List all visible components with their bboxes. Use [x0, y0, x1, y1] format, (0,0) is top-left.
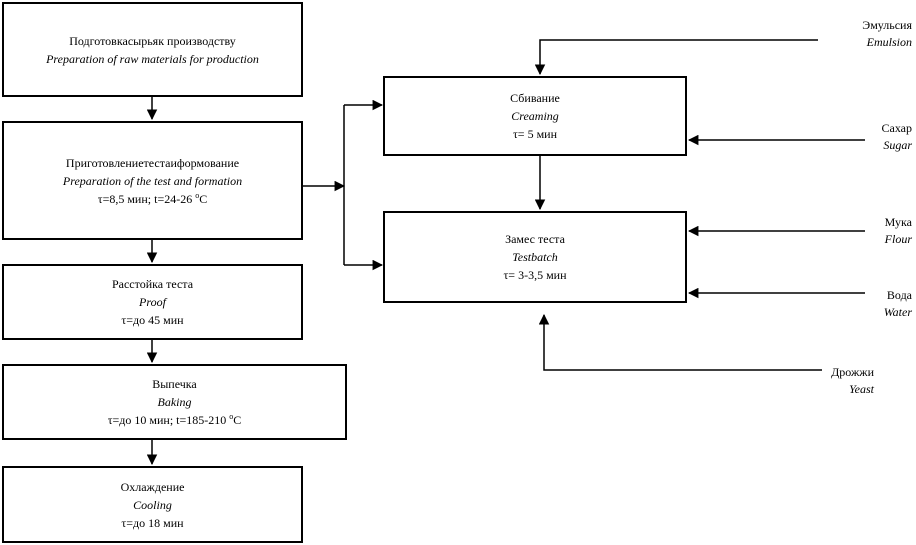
box-raw-materials: Подготовкасырьяк производству Preparatio… [2, 2, 303, 97]
box-cooling-ru: Охлаждение [120, 479, 185, 494]
box-dough-forming-ru: Приготовлениетестаиформование [65, 155, 240, 170]
box-creaming-params: τ= 5 мин [512, 127, 558, 141]
box-baking-en: Baking [157, 395, 192, 409]
box-proof: Расстойка теста Proof τ=до 45 мин [2, 264, 303, 340]
label-sugar-en: Sugar [883, 138, 912, 152]
label-flour: Мука Flour [885, 214, 912, 248]
box-cooling-en: Cooling [133, 497, 172, 512]
label-yeast-en: Yeast [849, 382, 874, 396]
label-flour-ru: Мука [884, 215, 912, 229]
box-proof-ru: Расстойка теста [111, 277, 194, 291]
arrow-emulsion [534, 39, 818, 76]
box-cooling: Охлаждение Cooling τ=до 18 мин [2, 466, 303, 543]
box-creaming: Сбивание Creaming τ= 5 мин [383, 76, 687, 156]
dough-params-text: τ=8,5 мин; t=24-26 [97, 191, 196, 206]
baking-params-degree: o [229, 412, 234, 421]
label-flour-en: Flour [884, 232, 912, 246]
box-cooling-params: τ=до 18 мин [121, 515, 184, 530]
box-baking-params: τ=до 10 мин; t=185-210 oC [108, 411, 242, 429]
arrow-yeast [538, 313, 822, 371]
label-emulsion: Эмульсия Emulsion [862, 17, 912, 51]
label-yeast-ru: Дрожжи [831, 365, 874, 379]
box-testbatch-en: Testbatch [512, 250, 558, 264]
label-emulsion-en: Emulsion [866, 35, 912, 49]
label-water: Вода Water [884, 287, 912, 321]
box-baking: Выпечка Baking τ=до 10 мин; t=185-210 oC [2, 364, 347, 440]
label-sugar: Сахар Sugar [882, 120, 913, 154]
label-water-en: Water [883, 305, 912, 319]
box-testbatch-params: τ= 3-3,5 мин [503, 268, 567, 282]
label-water-ru: Вода [886, 288, 912, 302]
box-creaming-en: Creaming [511, 109, 559, 123]
box-dough-forming-en: Preparation of the test and formation [62, 173, 243, 188]
box-creaming-ru: Сбивание [510, 91, 560, 105]
box-testbatch-ru: Замес теста [505, 232, 565, 246]
dough-params-unit: C [199, 191, 208, 206]
box-proof-params: τ=до 45 мин [121, 313, 184, 327]
label-sugar-ru: Сахар [881, 121, 913, 135]
baking-params-unit: C [233, 413, 242, 427]
box-proof-en: Proof [139, 295, 166, 309]
box-raw-materials-ru: Подготовкасырьяк производству [69, 33, 236, 48]
box-baking-ru: Выпечка [152, 377, 197, 391]
box-testbatch: Замес теста Testbatch τ= 3-3,5 мин [383, 211, 687, 303]
label-yeast: Дрожжи Yeast [831, 364, 874, 398]
box-raw-materials-en: Preparation of raw materials for product… [46, 51, 259, 66]
box-dough-forming-params: τ=8,5 мин; t=24-26 oC [98, 190, 207, 208]
label-emulsion-ru: Эмульсия [862, 18, 912, 32]
dough-params-degree: o [195, 190, 200, 200]
baking-params-text: τ=до 10 мин; t=185-210 [107, 413, 230, 427]
box-dough-forming: Приготовлениетестаиформование Preparatio… [2, 121, 303, 240]
